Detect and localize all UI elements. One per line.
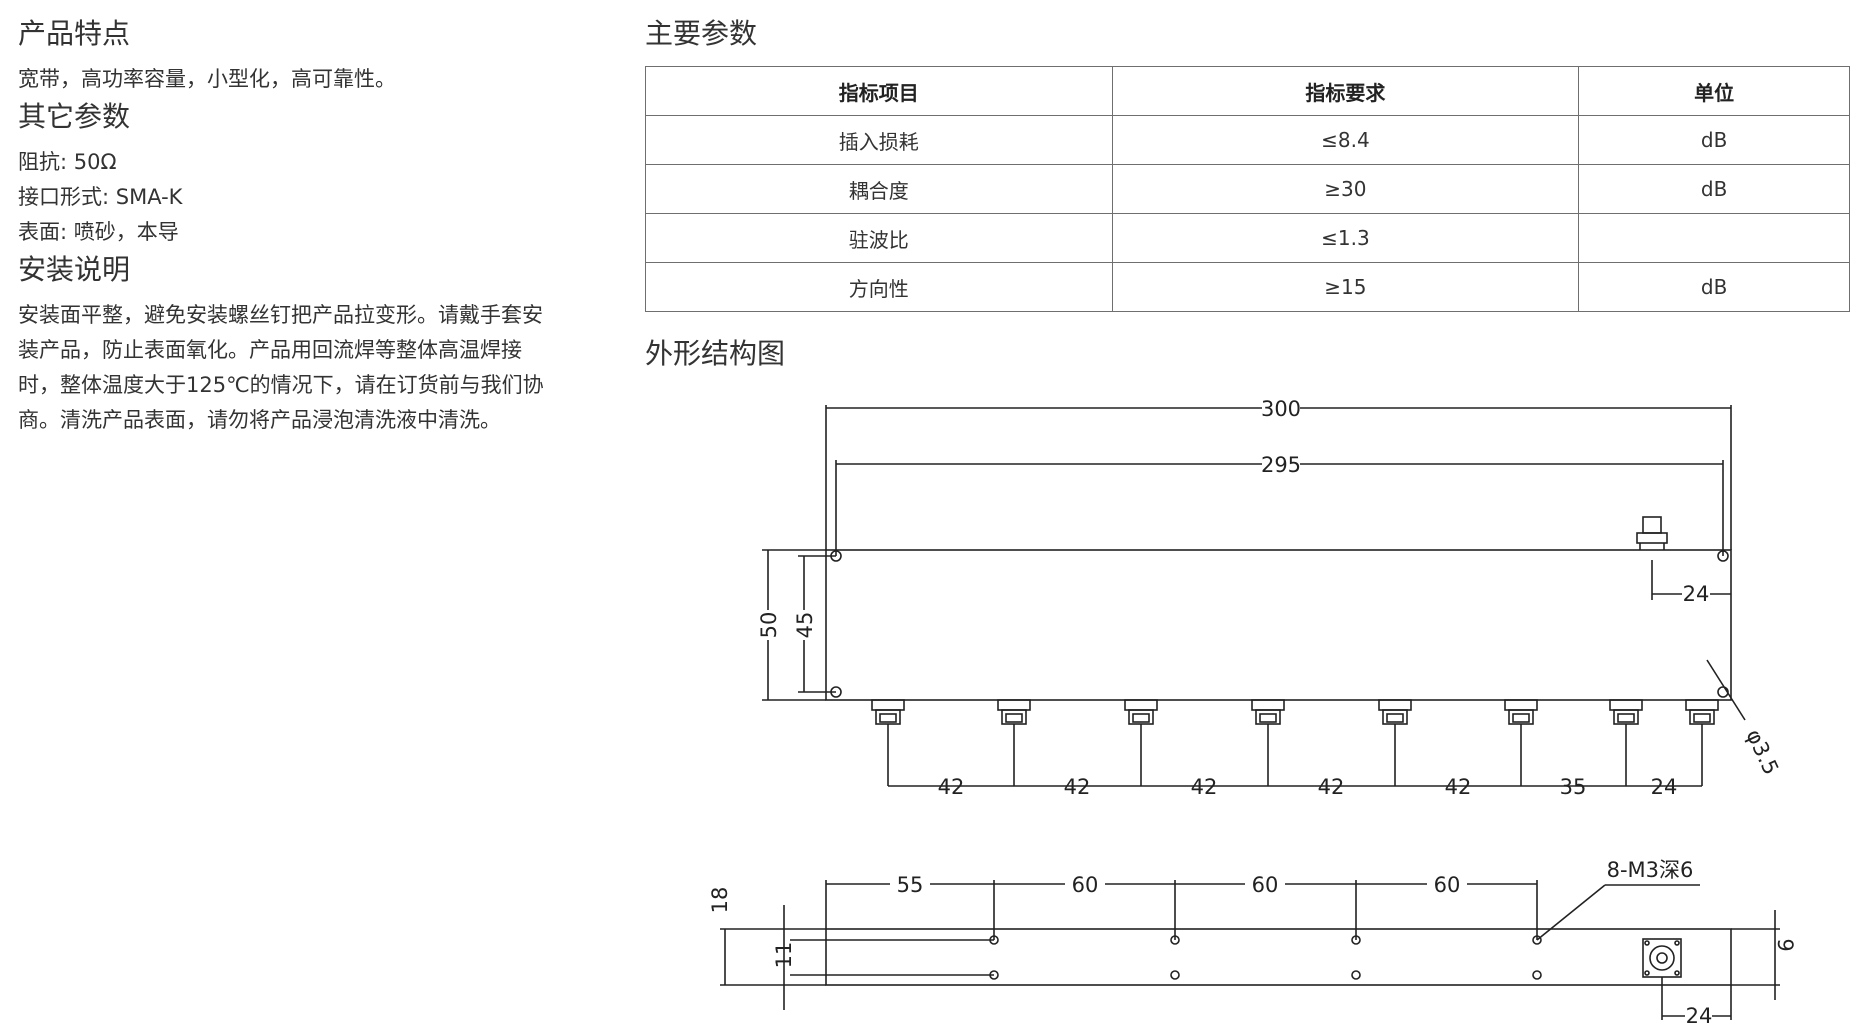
port-spacing: 24: [1651, 775, 1678, 799]
col-header: 单位: [1578, 66, 1850, 116]
table-header-row: 指标项目 指标要求 单位: [645, 66, 1850, 116]
table-row: 插入损耗 ≤8.4 dB: [645, 115, 1850, 165]
right-column: 主要参数 指标项目 指标要求 单位 插入损耗 ≤8.4 dB 耦合度 ≥30 d…: [645, 14, 1850, 374]
top-view-body: [825, 549, 1732, 701]
port-spacing: 42: [1318, 775, 1345, 799]
thread-note: 8-M3深6: [1607, 858, 1694, 882]
table-cell: [1578, 213, 1850, 263]
install-line: 时，整体温度大于125℃的情况下，请在订货前与我们协: [18, 373, 544, 397]
table-cell: dB: [1578, 115, 1850, 165]
main-params-table: 指标项目 指标要求 单位 插入损耗 ≤8.4 dB 耦合度 ≥30 dB 驻波比…: [645, 66, 1850, 312]
bottom-spacing: 60: [1072, 873, 1099, 897]
dim-300: 300: [1261, 397, 1301, 421]
port-spacing: 35: [1560, 775, 1587, 799]
param-impedance: 阻抗: 50Ω: [18, 150, 117, 174]
dim-9: 9: [1773, 938, 1797, 951]
main-params-heading: 主要参数: [645, 17, 758, 50]
other-params-list: 阻抗: 50Ω 接口形式: SMA-K 表面: 喷砂，本导: [18, 145, 598, 250]
bottom-spacing: 60: [1252, 873, 1279, 897]
features-text: 宽带，高功率容量，小型化，高可靠性。: [18, 67, 396, 91]
col-header: 指标要求: [1111, 66, 1580, 116]
bottom-spacing: 55: [897, 873, 924, 897]
dim-11: 11: [772, 942, 796, 969]
input-connector: [1636, 516, 1668, 550]
install-text: 安装面平整，避免安装螺丝钉把产品拉变形。请戴手套安 装产品，防止表面氧化。产品用…: [18, 298, 598, 438]
table-cell: ≥15: [1111, 262, 1580, 312]
table-cell: dB: [1578, 164, 1850, 214]
table-cell: dB: [1578, 262, 1850, 312]
outline-heading: 外形结构图: [645, 337, 786, 370]
port-spacing: 42: [938, 775, 965, 799]
table-row: 驻波比 ≤1.3: [645, 213, 1850, 263]
dim-24-top: 24: [1683, 582, 1710, 606]
side-connector: [1642, 938, 1682, 978]
port-spacing: 42: [1064, 775, 1091, 799]
table-cell: 驻波比: [645, 213, 1113, 263]
table-cell: ≥30: [1111, 164, 1580, 214]
install-line: 商。清洗产品表面，请勿将产品浸泡清洗液中清洗。: [18, 408, 501, 432]
port-spacing: 42: [1191, 775, 1218, 799]
left-column: 产品特点 宽带，高功率容量，小型化，高可靠性。 其它参数 阻抗: 50Ω 接口形…: [18, 14, 598, 438]
table-cell: 方向性: [645, 262, 1113, 312]
side-view-body: [825, 928, 1732, 986]
table-cell: 耦合度: [645, 164, 1113, 214]
install-line: 装产品，防止表面氧化。产品用回流焊等整体高温焊接: [18, 338, 522, 362]
install-heading: 安装说明: [18, 253, 131, 286]
output-connectors: [871, 699, 1719, 786]
table-cell: ≤8.4: [1111, 115, 1580, 165]
dim-24-side: 24: [1686, 1004, 1713, 1028]
table-cell: ≤1.3: [1111, 213, 1580, 263]
col-header: 指标项目: [645, 66, 1113, 116]
table-cell: 插入损耗: [645, 115, 1113, 165]
table-row: 方向性 ≥15 dB: [645, 262, 1850, 312]
table-row: 耦合度 ≥30 dB: [645, 164, 1850, 214]
dim-45: 45: [793, 612, 817, 639]
other-params-heading: 其它参数: [18, 100, 131, 133]
param-surface: 表面: 喷砂，本导: [18, 220, 179, 244]
bottom-spacing: 60: [1434, 873, 1461, 897]
dim-hole-dia: φ3.5: [1741, 726, 1783, 779]
dim-18: 18: [708, 887, 732, 914]
outline-drawing: 300 295 50 45 24 φ3.5 42 42 42 42 42 35 …: [708, 397, 1797, 1028]
install-line: 安装面平整，避免安装螺丝钉把产品拉变形。请戴手套安: [18, 303, 543, 327]
param-interface: 接口形式: SMA-K: [18, 185, 183, 209]
dim-50: 50: [757, 612, 781, 639]
features-heading: 产品特点: [18, 17, 131, 50]
port-spacing: 42: [1445, 775, 1472, 799]
dim-295: 295: [1261, 453, 1301, 477]
